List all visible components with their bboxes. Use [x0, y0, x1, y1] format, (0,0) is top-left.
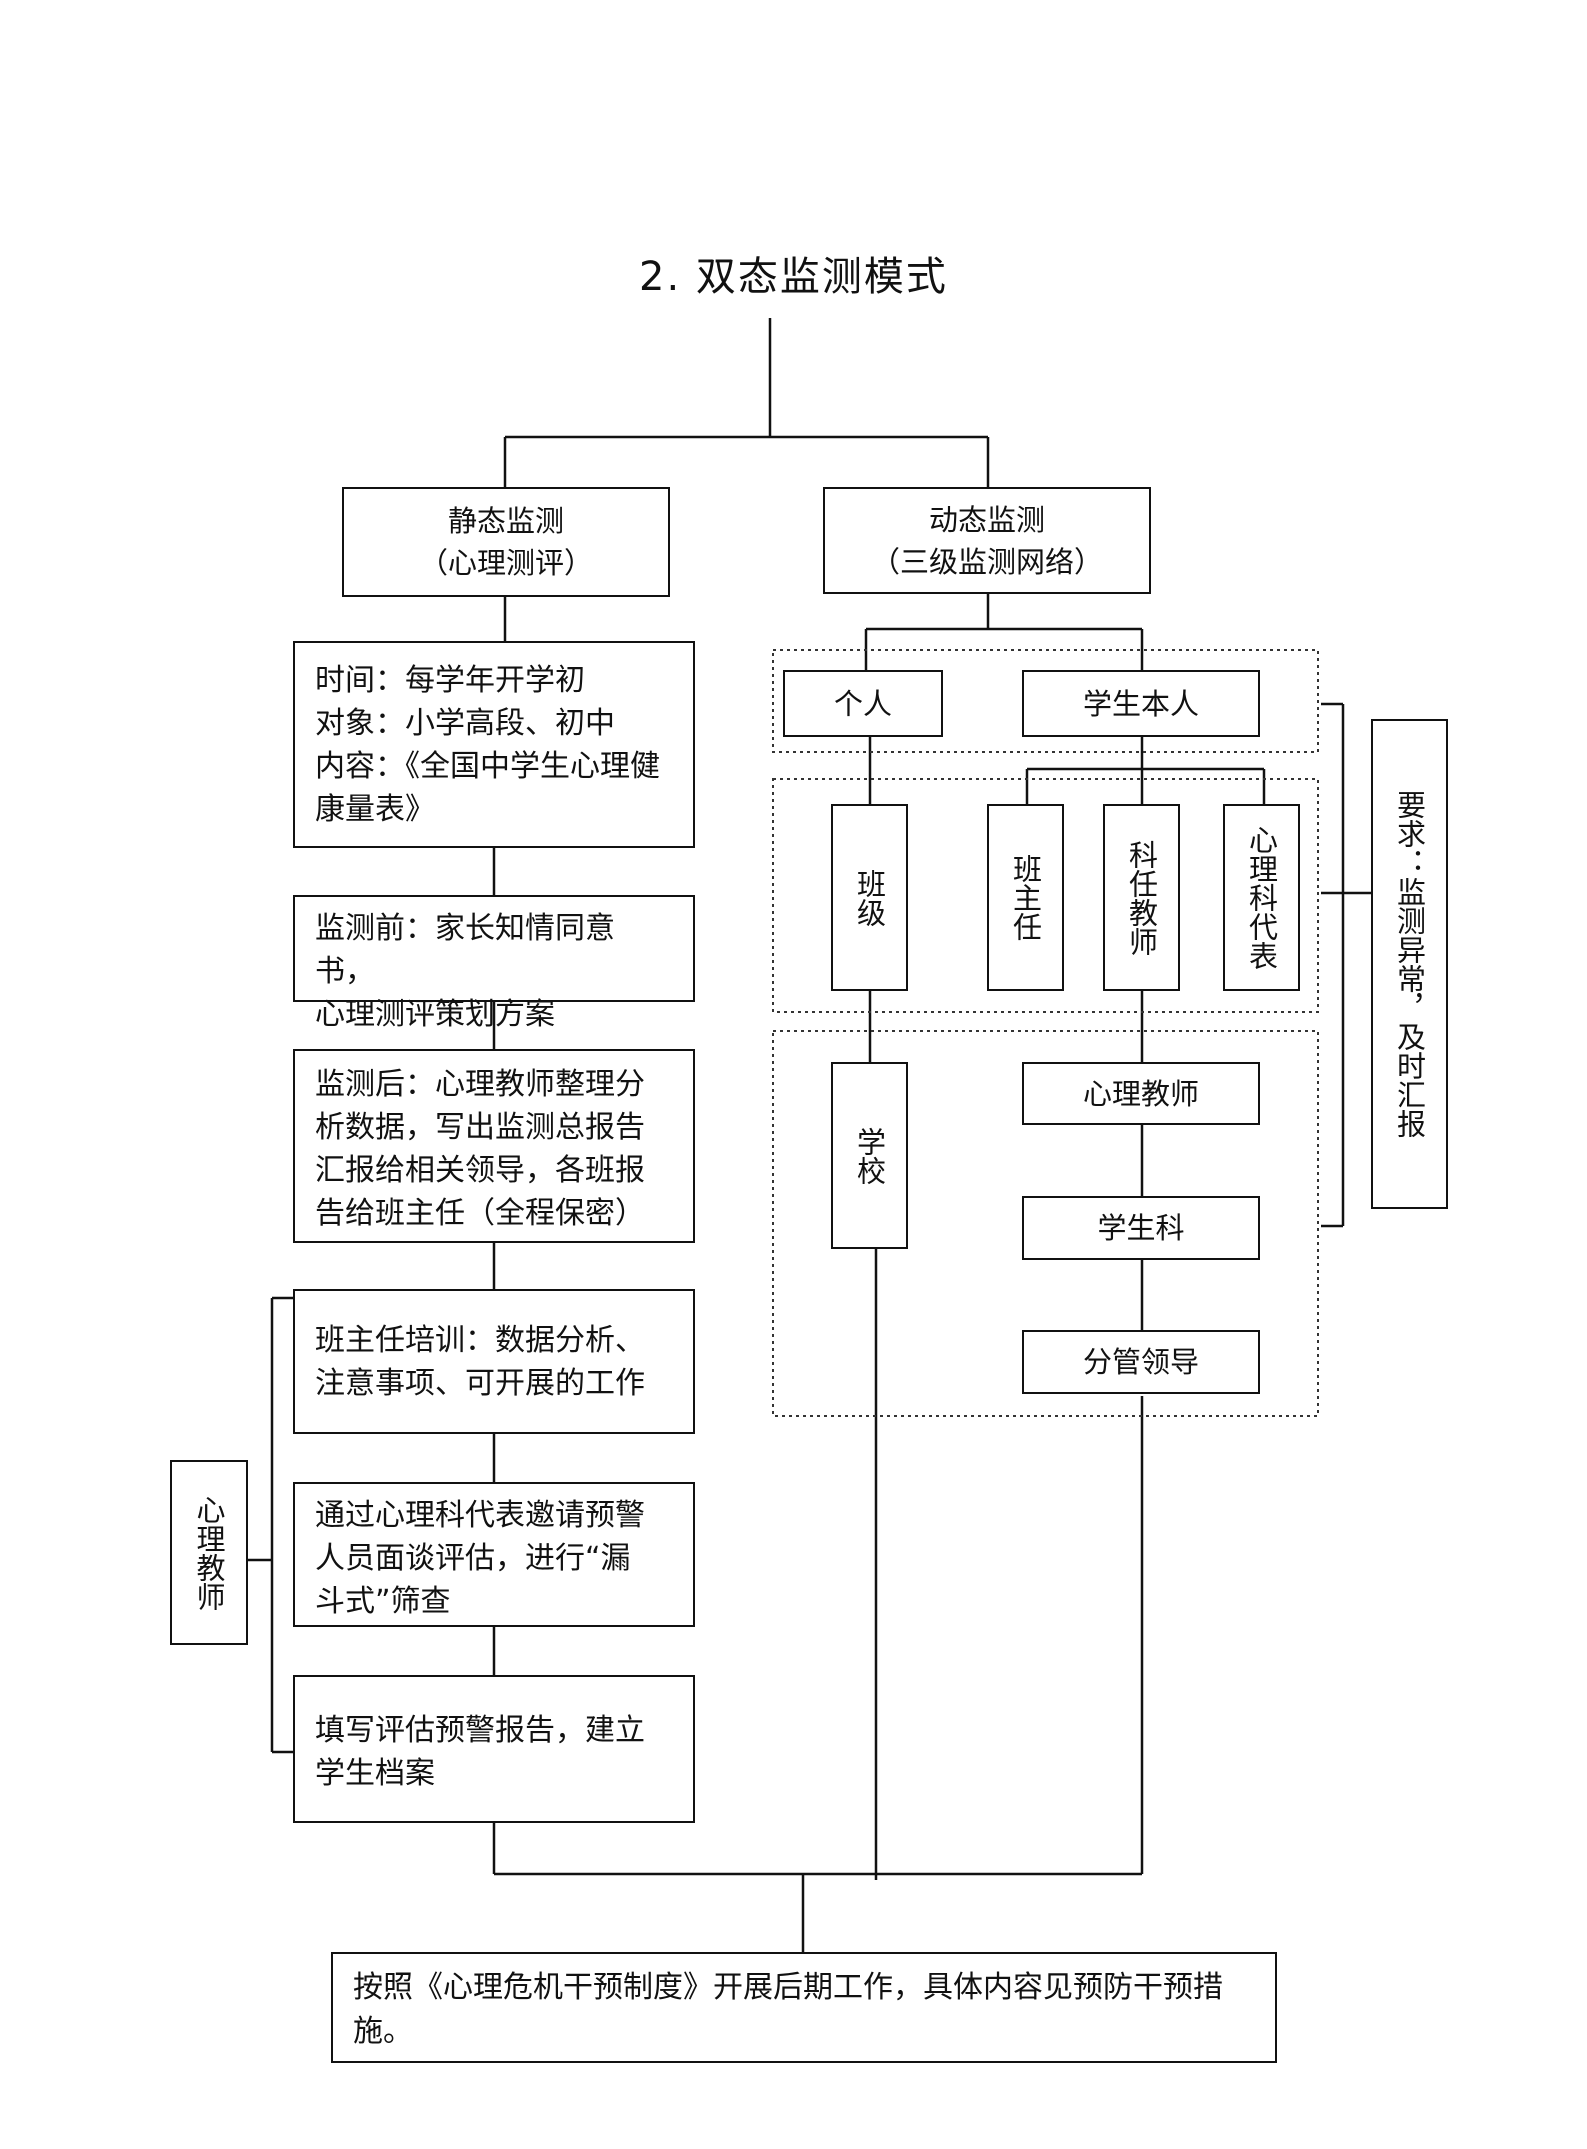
step-line: 内容：《全国中学生心理健	[315, 749, 660, 784]
static-step-interview: 通过心理科代表邀请预警 人员面谈评估，进行“漏 斗式”筛查	[293, 1482, 695, 1627]
step-line: 对象：小学高段、初中	[315, 706, 615, 741]
step-line: 斗式”筛查	[315, 1584, 451, 1619]
requirement-text: 要求：监测异常，及时汇报	[1392, 790, 1427, 1138]
static-step-report: 填写评估预警报告，建立 学生档案	[293, 1675, 695, 1823]
level2-subject-teacher: 科任教师	[1103, 804, 1180, 991]
subject-teacher-label: 科任教师	[1124, 839, 1159, 956]
leader-label: 分管领导	[1082, 1345, 1199, 1379]
psych-rep-label: 心理科代表	[1244, 825, 1279, 970]
static-step-time: 时间：每学年开学初 对象：小学高段、初中 内容：《全国中学生心理健 康量表》	[293, 641, 695, 848]
step-line: 人员面谈评估，进行“漏	[315, 1541, 631, 1576]
dynamic-monitoring-header: 动态监测 （三级监测网络）	[823, 487, 1151, 594]
individual-label: 个人	[833, 686, 892, 721]
static-step-before: 监测前：家长知情同意书， 心理测评策划方案	[293, 895, 695, 1032]
final-action-box: 按照《心理危机干预制度》开展后期工作，具体内容见预防干预措施。	[331, 1952, 1277, 2063]
student-self-label: 学生本人	[1082, 686, 1199, 721]
step-line: 告给班主任（全程保密）	[315, 1196, 645, 1231]
step-line: 学生档案	[315, 1756, 435, 1791]
dynamic-header-line-1: 动态监测	[928, 502, 1045, 537]
level2-psych-rep: 心理科代表	[1223, 804, 1300, 991]
level1-student-self: 学生本人	[1022, 670, 1260, 737]
class-label: 班级	[852, 868, 887, 927]
final-action-text: 按照《心理危机干预制度》开展后期工作，具体内容见预防干预措施。	[353, 1970, 1223, 2049]
school-label: 学校	[852, 1126, 887, 1185]
psych-teacher-label: 心理教师	[170, 1460, 248, 1645]
level2-class: 班级	[831, 804, 908, 991]
step-line: 填写评估预警报告，建立	[315, 1713, 645, 1748]
step-line: 汇报给相关领导，各班报	[315, 1153, 645, 1188]
step-line: 时间：每学年开学初	[315, 663, 585, 698]
step-line: 析数据，写出监测总报告	[315, 1110, 645, 1145]
static-step-training: 班主任培训：数据分析、 注意事项、可开展的工作	[293, 1289, 695, 1434]
psych-teacher-text: 心理教师	[192, 1494, 226, 1611]
step-line: 心理测评策划方案	[315, 997, 555, 1032]
step-line: 通过心理科代表邀请预警	[315, 1498, 645, 1533]
static-step-after: 监测后：心理教师整理分 析数据，写出监测总报告 汇报给相关领导，各班报 告给班主…	[293, 1049, 695, 1243]
static-monitoring-header: 静态监测 （心理测评）	[342, 487, 670, 597]
dynamic-header-line-2: （三级监测网络）	[870, 544, 1103, 579]
level3-leader: 分管领导	[1022, 1330, 1260, 1394]
level1-individual: 个人	[783, 670, 943, 737]
requirement-box: 要求：监测异常，及时汇报	[1371, 719, 1448, 1209]
level3-psych-teacher: 心理教师	[1022, 1062, 1260, 1125]
student-affairs-label: 学生科	[1097, 1211, 1185, 1245]
level3-student-affairs: 学生科	[1022, 1196, 1260, 1260]
level3-school: 学校	[831, 1062, 908, 1249]
static-header-line-1: 静态监测	[447, 504, 564, 538]
step-line: 班主任培训：数据分析、	[315, 1323, 645, 1358]
step-line: 注意事项、可开展的工作	[315, 1366, 645, 1401]
level2-head-teacher: 班主任	[987, 804, 1064, 991]
page-title: 2. 双态监测模式	[639, 254, 948, 300]
step-line: 康量表》	[315, 792, 435, 827]
static-header-line-2: （心理测评）	[418, 546, 593, 580]
step-line: 监测后：心理教师整理分	[315, 1067, 645, 1102]
psych-teacher-chain-label: 心理教师	[1082, 1076, 1199, 1111]
step-line: 监测前：家长知情同意书，	[315, 911, 615, 989]
head-teacher-label: 班主任	[1008, 854, 1043, 941]
